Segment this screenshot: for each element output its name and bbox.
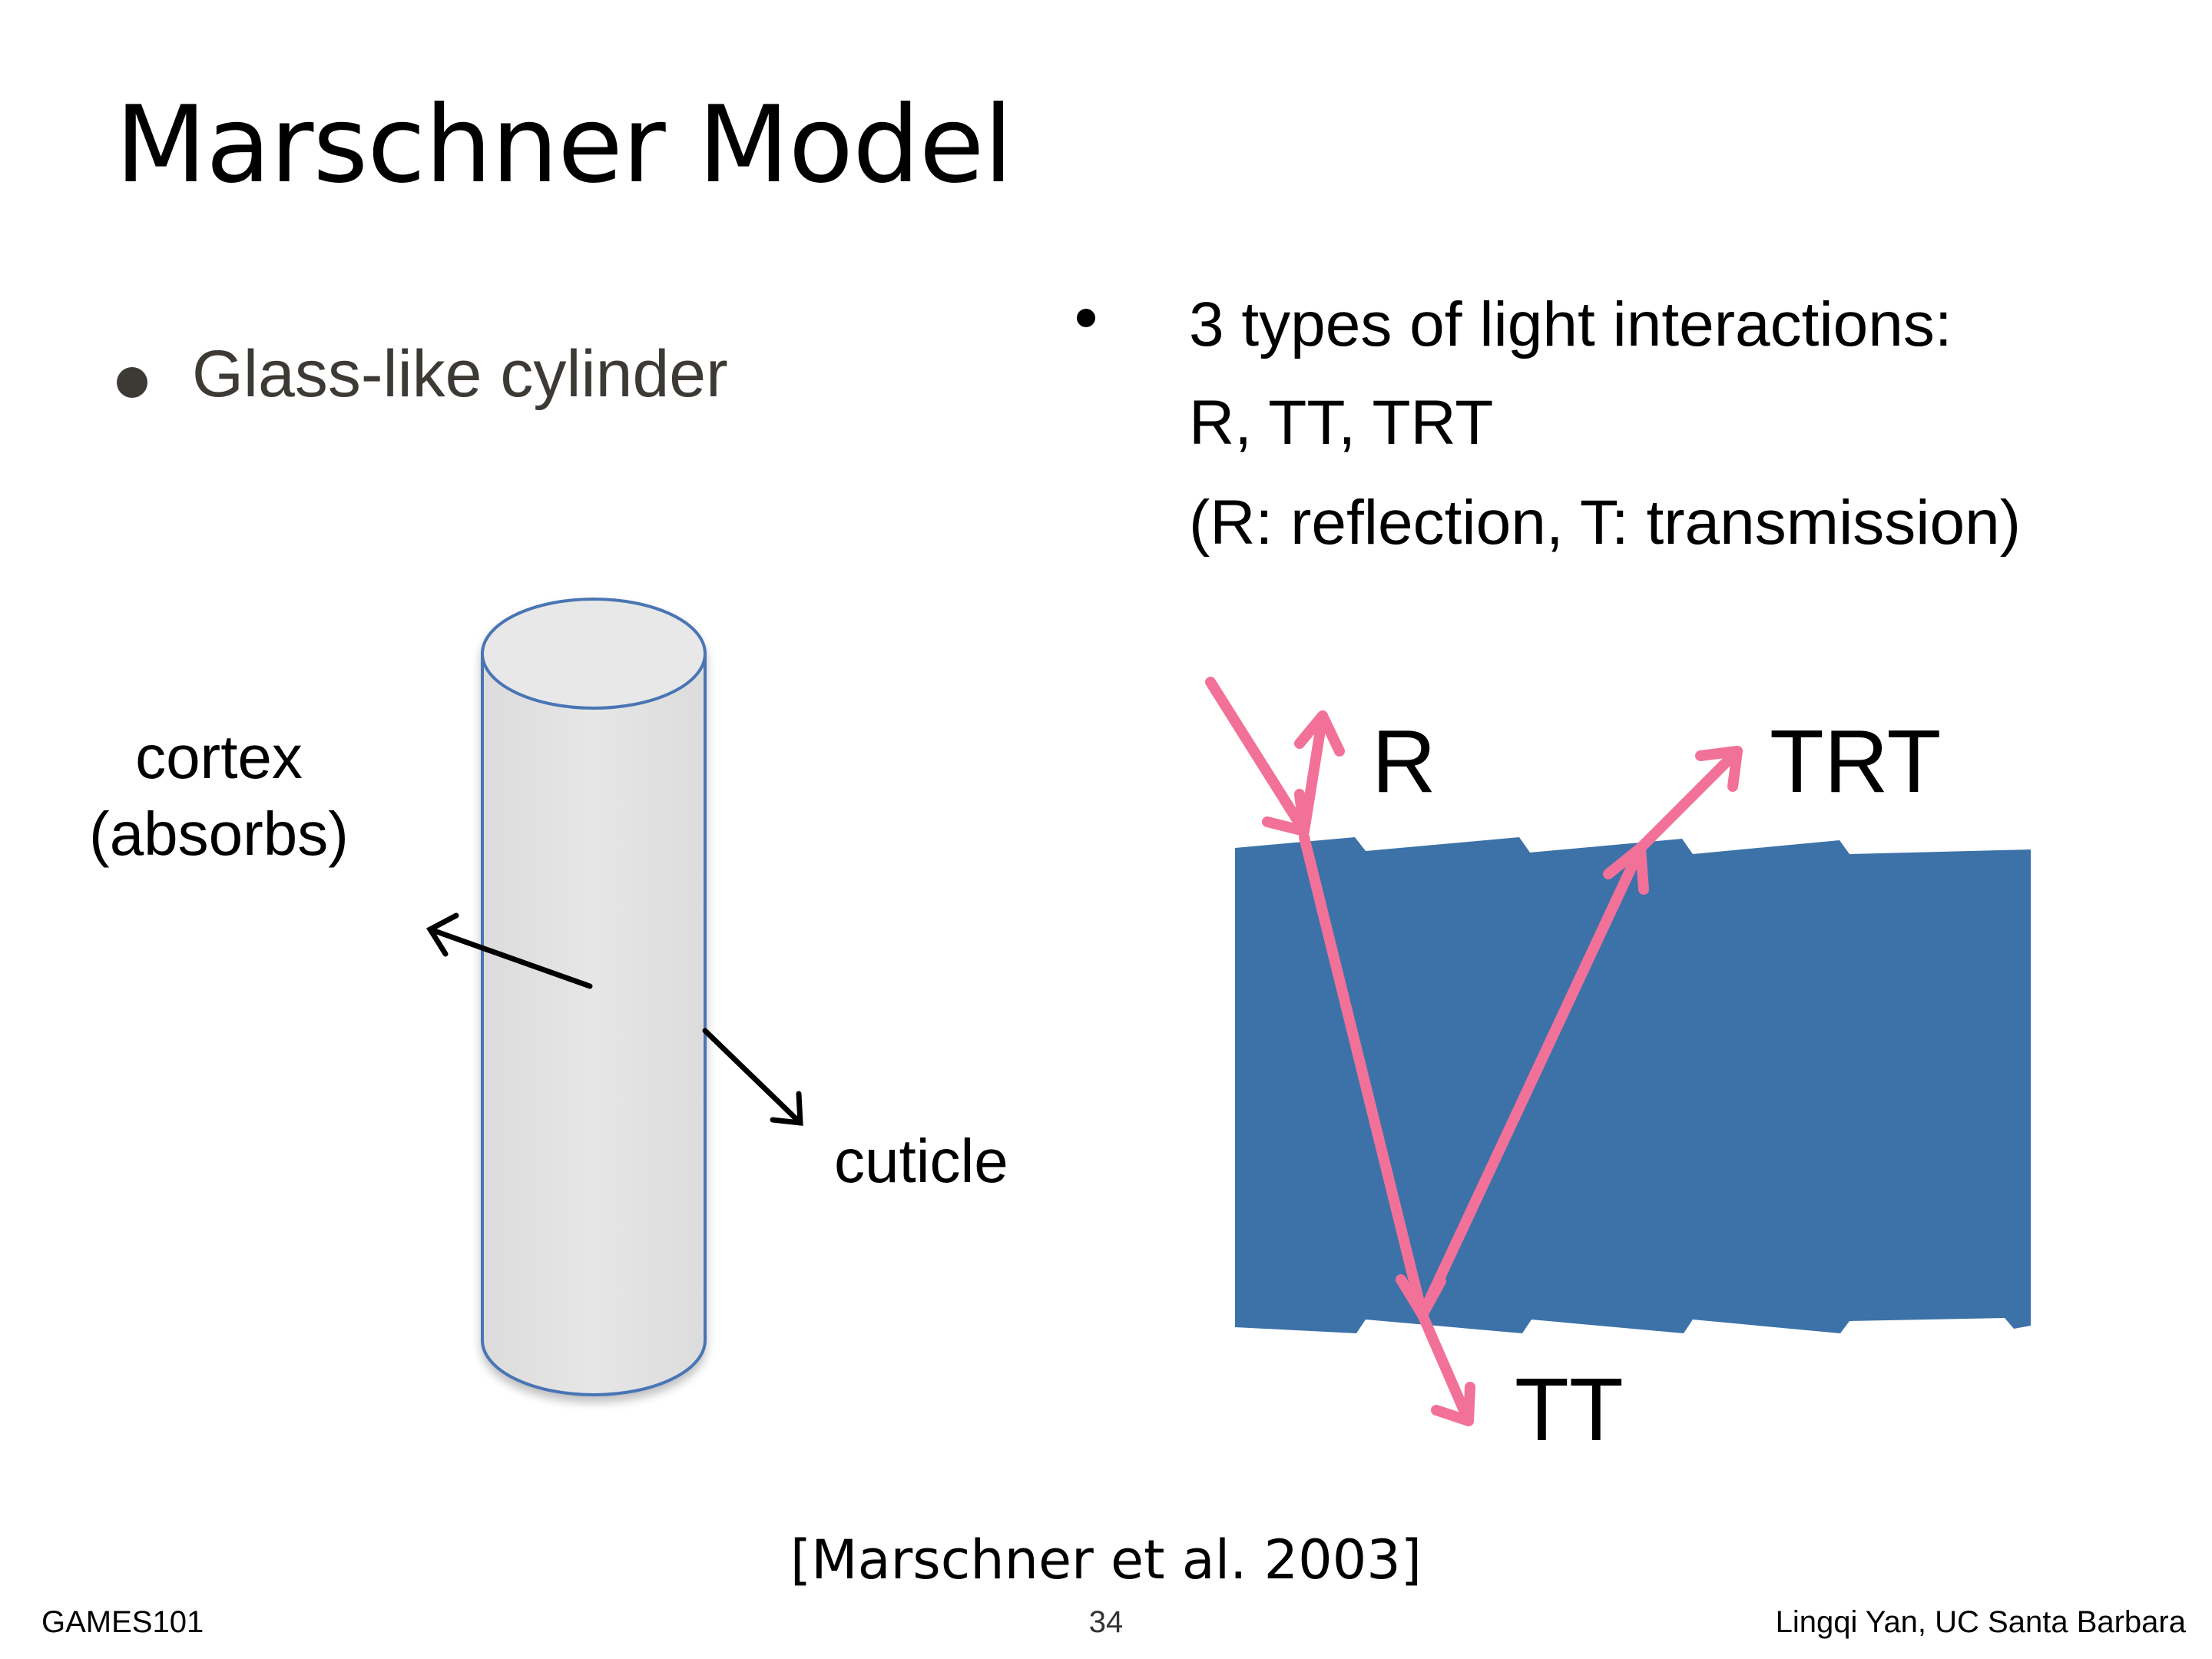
hair-cylinder bbox=[481, 598, 707, 1396]
label-cuticle: cuticle bbox=[834, 1127, 1008, 1195]
label-tt: TT bbox=[1515, 1359, 1624, 1459]
footer-page-number: 34 bbox=[1088, 1605, 1124, 1639]
bullet-light-interactions-line-3: (R: reflection, T: transmission) bbox=[1189, 488, 2022, 558]
incident-arrowhead bbox=[1262, 789, 1310, 836]
label-cortex: cortex bbox=[135, 723, 303, 791]
tt-arrowhead bbox=[1431, 1382, 1475, 1426]
cuticle-arrow bbox=[702, 1028, 803, 1126]
bullet-light-interactions-line-2: R, TT, TRT bbox=[1189, 388, 1494, 458]
slide-title: Marschner Model bbox=[115, 83, 1013, 207]
footer-course: GAMES101 bbox=[41, 1605, 204, 1639]
label-trt: TRT bbox=[1770, 711, 1942, 811]
trt-arrowhead bbox=[1695, 746, 1743, 792]
bullet-glass-like-cylinder: Glass-like cylinder bbox=[192, 337, 728, 411]
trt-exit-arrowhead bbox=[1603, 843, 1649, 895]
label-r: R bbox=[1372, 711, 1436, 811]
bullet-dot bbox=[117, 367, 147, 398]
hair-cross-section bbox=[1235, 837, 2031, 1333]
cortex-arrow bbox=[426, 912, 593, 989]
label-absorbs: (absorbs) bbox=[89, 800, 349, 868]
bullet-light-interactions-line-1: 3 types of light interactions: bbox=[1189, 290, 1952, 359]
footer-author: Lingqi Yan, UC Santa Barbara bbox=[1775, 1605, 2186, 1639]
bullet-dot bbox=[1077, 309, 1095, 327]
citation: [Marschner et al. 2003] bbox=[790, 1528, 1422, 1591]
r-arrowhead bbox=[1294, 710, 1345, 757]
